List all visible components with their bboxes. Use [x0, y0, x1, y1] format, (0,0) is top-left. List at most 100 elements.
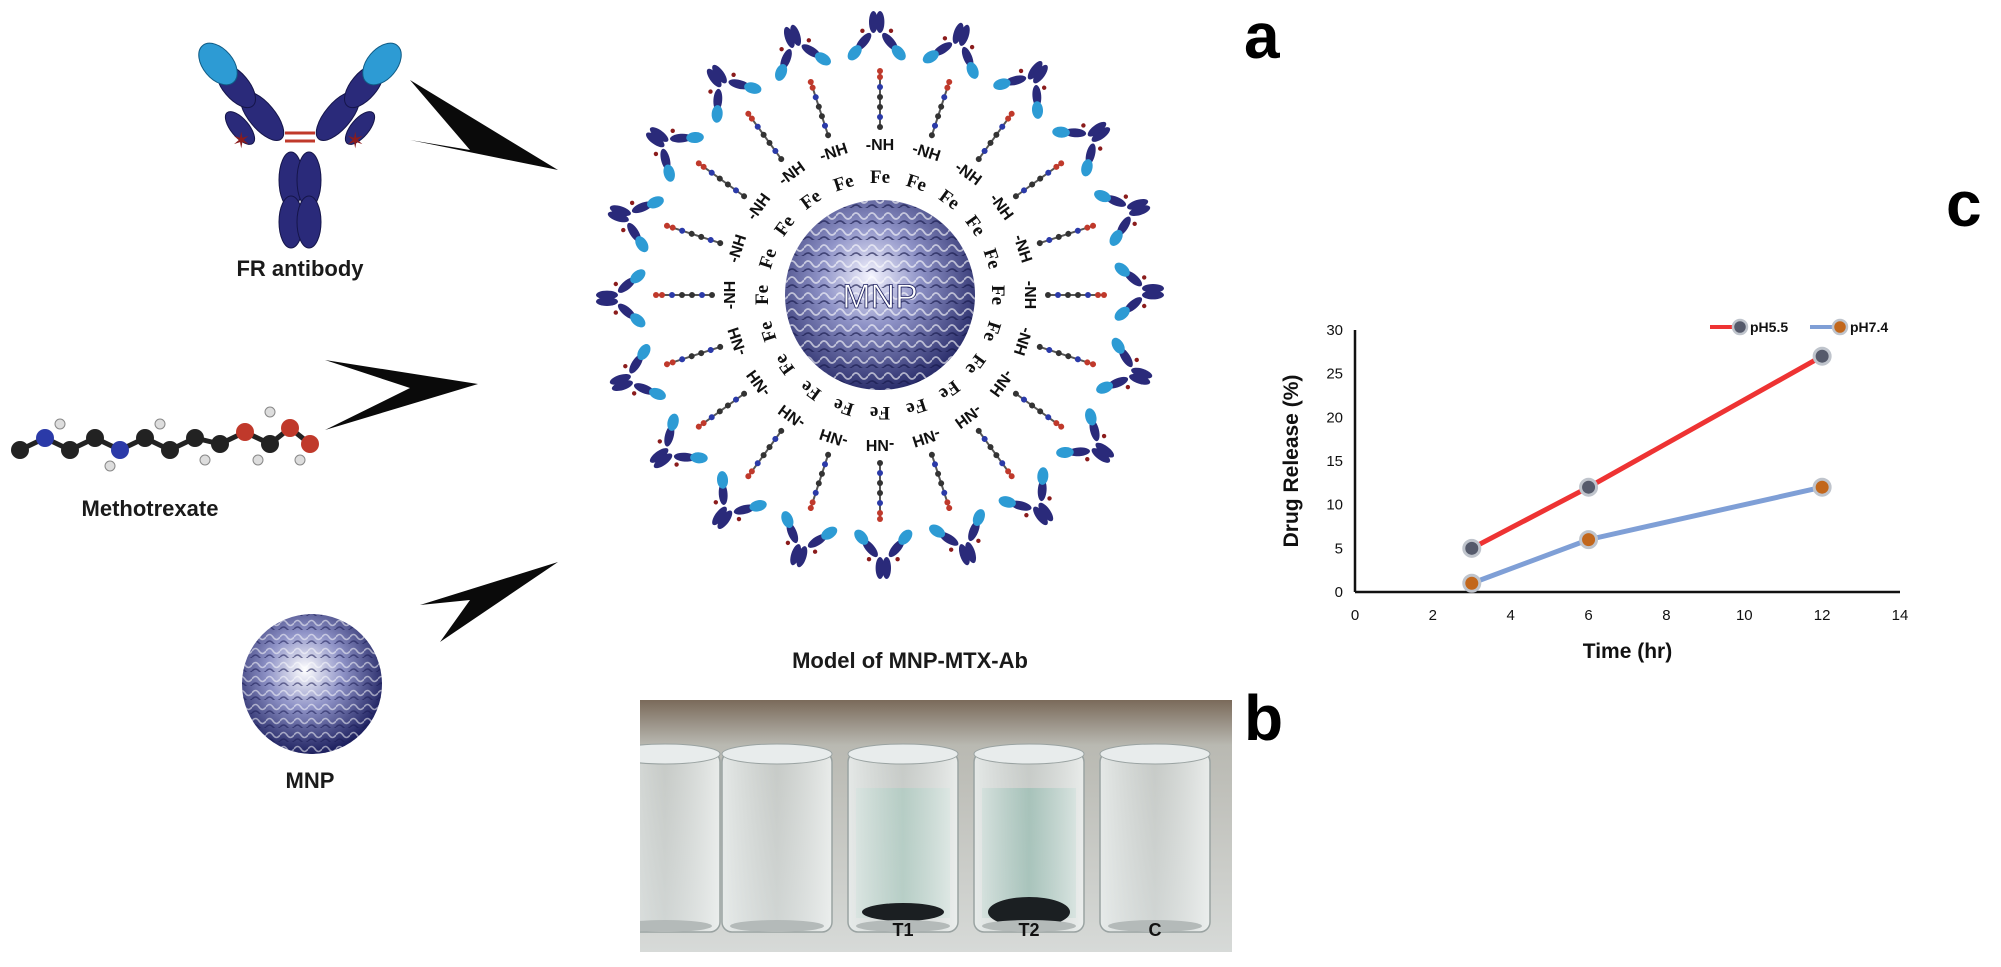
antibody-mini: [601, 339, 671, 417]
x-tick-label: 0: [1351, 607, 1359, 624]
methotrexate-chain: [693, 158, 750, 202]
fe-label: Fe: [870, 402, 890, 423]
legend-marker: [1731, 318, 1749, 336]
methotrexate-chain: [1034, 342, 1098, 370]
methotrexate-chain: [662, 220, 726, 248]
nh-label: -NH: [951, 401, 984, 431]
nh-label: -NH: [776, 401, 809, 431]
antibody-mini: [1091, 333, 1161, 410]
antibody-mini: [765, 506, 842, 576]
vial: [640, 743, 721, 933]
conjugate-arm: Fe-NH: [758, 16, 856, 196]
mnp-label: MNP: [285, 768, 335, 793]
data-point: [1579, 477, 1599, 497]
antibody-mini: [851, 526, 916, 579]
x-tick-label: 10: [1736, 607, 1753, 624]
antibody-mini: [758, 16, 836, 86]
legend-label: pH7.4: [1850, 319, 1888, 335]
methotrexate-chain: [806, 449, 833, 513]
conjugate-arm: Fe -NH: [765, 394, 856, 576]
methotrexate-chain: [743, 108, 787, 165]
nh-label: -NH: [725, 325, 750, 357]
x-tick-label: 2: [1429, 607, 1437, 624]
svg-text:✶: ✶: [232, 128, 250, 153]
y-tick-label: 5: [1335, 540, 1343, 557]
data-point: [1812, 477, 1832, 497]
conjugate-arm: Fe-NH: [633, 350, 799, 491]
data-point: [1812, 346, 1832, 366]
fe-label: Fe: [771, 212, 800, 241]
mnp-mtx-ab-model: Fe-NHFe-NHFe-NHFe-NHFe-NHFe-NHFe-NHFe-NH…: [596, 11, 1164, 579]
nh-label: -NH: [986, 366, 1016, 399]
nh-label: -NH: [744, 191, 774, 224]
y-tick-label: 15: [1326, 453, 1343, 470]
fe-label: Fe: [979, 246, 1005, 272]
fe-label: Fe: [771, 350, 800, 379]
conjugate-arm: Fe-NH: [979, 173, 1159, 272]
legend: pH5.5 pH7.4: [1710, 318, 1888, 336]
model-caption: Model of MNP-MTX-Ab: [792, 648, 1028, 673]
antibody-mini: [1089, 173, 1159, 251]
methotrexate-chain: [1034, 220, 1098, 248]
nh-label: -NH: [776, 159, 809, 189]
vial-label: C: [1149, 920, 1162, 940]
arrow-icon: [420, 562, 558, 642]
component-illustrations: ✶ ✶: [11, 42, 558, 754]
vial-label: T1: [892, 920, 913, 940]
legend-marker: [1831, 318, 1849, 336]
methotrexate-label: Methotrexate: [81, 496, 219, 521]
fe-label: Fe: [979, 319, 1005, 345]
conjugate-arm: Fe-NH: [629, 104, 800, 241]
fe-label: Fe: [752, 285, 773, 305]
vial: [721, 743, 833, 933]
mnp-sphere-illustration: [242, 614, 382, 754]
fe-label: Fe: [935, 186, 964, 215]
fe-label: Fe: [755, 319, 781, 345]
antibody-mini: [844, 11, 909, 64]
methotrexate-molecule-illustration: [11, 406, 319, 472]
fe-label: Fe: [755, 246, 781, 272]
fe-label: Fe: [987, 285, 1008, 305]
data-point: [1462, 573, 1482, 593]
antibody-mini: [1050, 402, 1131, 486]
arrow-icon: [410, 80, 558, 170]
antibody-mini: [689, 465, 773, 546]
x-tick-label: 6: [1584, 607, 1592, 624]
series-line-pH5.5: [1470, 354, 1824, 551]
conjugate-arm: Fe-NH: [935, 44, 1071, 215]
x-tick-label: 8: [1662, 607, 1670, 624]
antibody-mini: [918, 14, 995, 84]
fe-label: Fe: [904, 170, 930, 196]
x-tick-label: 14: [1892, 607, 1909, 624]
nh-label: -NH: [1021, 281, 1038, 309]
conjugate-arm: Fe-NH: [961, 350, 1131, 486]
methotrexate-chain: [973, 425, 1017, 482]
fr-antibody-illustration: ✶ ✶: [198, 42, 402, 249]
vial: T2: [973, 743, 1085, 940]
data-point: [1579, 530, 1599, 550]
x-tick-label: 4: [1507, 607, 1515, 624]
svg-text:✶: ✶: [346, 128, 364, 153]
nh-label: -NH: [725, 233, 750, 265]
vial: C: [1099, 743, 1211, 940]
fe-label: Fe: [831, 394, 857, 420]
methotrexate-chain: [1010, 388, 1067, 432]
nh-label: -NH: [818, 140, 850, 165]
conjugate-arm: Fe-NH: [689, 376, 825, 546]
conjugate-arm: Fe-NH: [961, 99, 1127, 240]
nh-label: -NH: [744, 366, 774, 399]
methotrexate-chain: [1044, 291, 1108, 299]
conjugate-arm: Fe-NH: [935, 376, 1076, 542]
series-line-pH7.4: [1470, 484, 1823, 586]
nh-label: -NH: [866, 137, 894, 154]
panel-letter-a: a: [1244, 0, 1280, 72]
conjugate-arm: Fe-NH: [904, 394, 1002, 574]
methotrexate-chain: [927, 77, 954, 141]
panel-letter-b: b: [1244, 682, 1284, 754]
conjugate-arm: Fe-NH: [599, 180, 781, 271]
fe-label: Fe: [961, 350, 990, 379]
methotrexate-chain: [662, 342, 726, 370]
methotrexate-chain: [806, 77, 833, 141]
legend-label: pH5.5: [1750, 319, 1788, 335]
antibody-mini: [633, 408, 714, 491]
